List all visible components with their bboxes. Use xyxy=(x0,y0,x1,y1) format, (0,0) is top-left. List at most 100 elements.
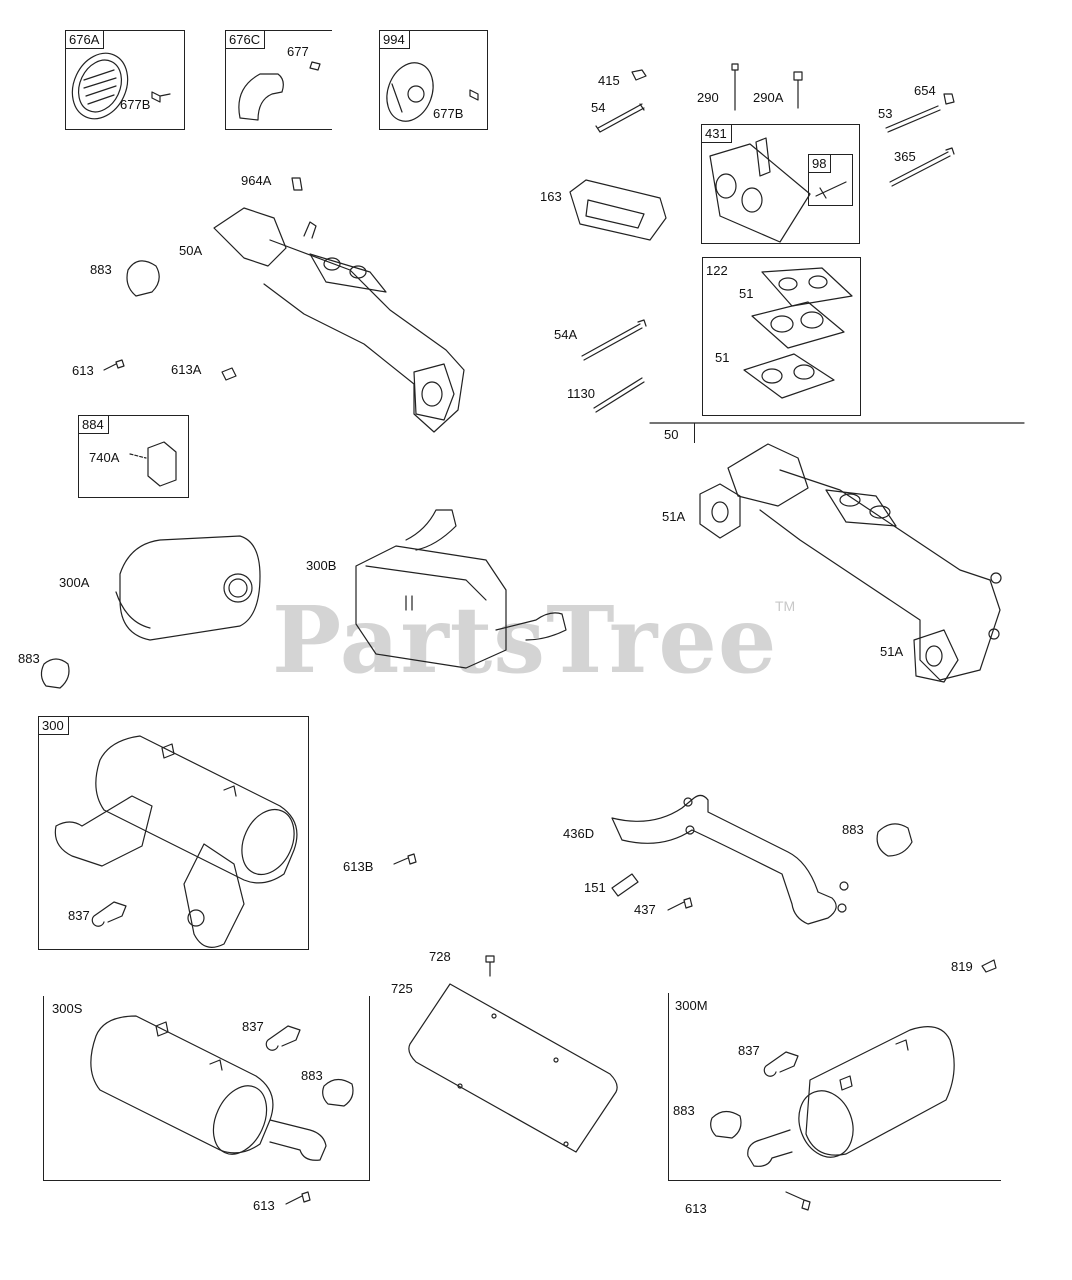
part-613-bolt-c xyxy=(785,1191,811,1211)
part-label-1130[interactable]: 1130 xyxy=(567,386,595,401)
part-label-613B[interactable]: 613B xyxy=(343,859,374,874)
part-883-clamp-a xyxy=(126,260,160,297)
callout-tag-98[interactable]: 98 xyxy=(809,155,832,173)
part-964A-cap xyxy=(291,177,303,191)
part-label-300A[interactable]: 300A xyxy=(59,575,90,590)
callout-box-431: 431 xyxy=(701,124,860,244)
callout-tag-676C[interactable]: 676C xyxy=(226,31,266,49)
part-label-300B[interactable]: 300B xyxy=(306,558,337,573)
part-label-151[interactable]: 151 xyxy=(584,880,606,895)
part-label-437[interactable]: 437 xyxy=(634,902,656,917)
callout-box-994: 994 xyxy=(379,30,488,130)
part-label-53[interactable]: 53 xyxy=(878,106,893,121)
part-label-54[interactable]: 54 xyxy=(591,100,606,115)
part-label-51A[interactable]: 51A xyxy=(662,509,686,524)
callout-box-300S: 300S xyxy=(43,996,370,1181)
trademark-mark: TM xyxy=(775,598,796,614)
part-label-677B[interactable]: 677B xyxy=(433,106,464,121)
part-label-415[interactable]: 415 xyxy=(598,73,620,88)
part-300B-muffler xyxy=(355,509,567,669)
callout-tag-884[interactable]: 884 xyxy=(79,416,109,434)
part-54A-stud xyxy=(581,319,647,361)
part-label-436D[interactable]: 436D xyxy=(563,826,595,841)
callout-box-300: 300 xyxy=(38,716,309,950)
part-label-290[interactable]: 290 xyxy=(697,90,719,105)
section-50-header: 50 xyxy=(650,423,695,443)
callout-box-98: 98 xyxy=(808,154,853,206)
part-163-gasket xyxy=(569,179,667,241)
part-label-51[interactable]: 51 xyxy=(715,350,730,365)
callout-tag-994[interactable]: 994 xyxy=(380,31,410,49)
part-290A-bolt xyxy=(793,71,803,109)
part-837-clip-c xyxy=(763,1051,799,1077)
part-label-613A[interactable]: 613A xyxy=(171,362,202,377)
part-819-bolt xyxy=(981,959,997,973)
part-676A-cover xyxy=(71,52,129,120)
callout-box-884: 884 xyxy=(78,415,189,498)
part-label-819[interactable]: 819 xyxy=(951,959,973,974)
part-365-stud xyxy=(889,147,955,187)
part-883-clamp-d xyxy=(322,1078,354,1107)
part-label-677[interactable]: 677 xyxy=(287,44,309,59)
part-label-163[interactable]: 163 xyxy=(540,189,562,204)
callout-tag-50[interactable]: 50 xyxy=(664,427,679,442)
part-label-365[interactable]: 365 xyxy=(894,149,916,164)
part-50A-manifold xyxy=(213,207,465,433)
part-883-clamp-e xyxy=(710,1110,742,1139)
part-676C-elbow xyxy=(238,73,284,121)
part-50-manifold xyxy=(699,443,1002,683)
part-label-837[interactable]: 837 xyxy=(738,1043,760,1058)
part-53-stud xyxy=(885,105,941,133)
part-label-677B[interactable]: 677B xyxy=(120,97,151,112)
part-883-clamp-c xyxy=(876,823,913,857)
callout-tag-300[interactable]: 300 xyxy=(39,717,69,735)
part-677B-screw-a xyxy=(151,91,171,103)
callout-tag-122[interactable]: 122 xyxy=(706,263,728,278)
part-label-883[interactable]: 883 xyxy=(18,651,40,666)
part-label-883[interactable]: 883 xyxy=(842,822,864,837)
part-label-883[interactable]: 883 xyxy=(90,262,112,277)
part-613-bolt-a xyxy=(103,359,125,371)
part-290-bolt xyxy=(731,63,739,111)
part-613B-bolt xyxy=(393,853,417,865)
part-label-290A[interactable]: 290A xyxy=(753,90,784,105)
part-994-guard xyxy=(386,62,434,122)
part-98-screws xyxy=(815,181,847,199)
callout-box-676C: 676C xyxy=(225,30,332,130)
part-436D-pipe xyxy=(611,794,849,925)
part-label-964A[interactable]: 964A xyxy=(241,173,272,188)
part-728-screw xyxy=(485,955,495,977)
callout-box-300M: 300M xyxy=(668,993,1001,1181)
part-label-725[interactable]: 725 xyxy=(391,981,413,996)
part-883-clamp-b xyxy=(40,658,70,689)
part-label-728[interactable]: 728 xyxy=(429,949,451,964)
part-label-883[interactable]: 883 xyxy=(301,1068,323,1083)
part-label-883[interactable]: 883 xyxy=(673,1103,695,1118)
part-label-50A[interactable]: 50A xyxy=(179,243,203,258)
part-label-51[interactable]: 51 xyxy=(739,286,754,301)
callout-tag-431[interactable]: 431 xyxy=(702,125,732,143)
part-label-54A[interactable]: 54A xyxy=(554,327,578,342)
callout-tag-300S[interactable]: 300S xyxy=(52,1001,83,1016)
part-300-muffler xyxy=(54,735,298,948)
callout-box-122: 122 xyxy=(702,257,861,416)
part-1130-stud xyxy=(593,377,645,413)
part-151-tube xyxy=(611,873,639,897)
part-label-613[interactable]: 613 xyxy=(685,1201,707,1216)
part-431-spacer xyxy=(709,137,811,243)
part-label-654[interactable]: 654 xyxy=(914,83,936,98)
part-label-837[interactable]: 837 xyxy=(242,1019,264,1034)
part-300M-muffler xyxy=(747,1026,955,1167)
part-654-nut xyxy=(943,93,955,105)
part-label-51A[interactable]: 51A xyxy=(880,644,904,659)
callout-tag-676A[interactable]: 676A xyxy=(66,31,105,49)
part-54-stud xyxy=(595,103,645,133)
callout-tag-300M[interactable]: 300M xyxy=(675,998,708,1013)
part-label-613[interactable]: 613 xyxy=(253,1198,275,1213)
part-label-740A[interactable]: 740A xyxy=(89,450,120,465)
part-725-heat-shield xyxy=(408,983,618,1153)
part-label-613[interactable]: 613 xyxy=(72,363,94,378)
part-884-bracket xyxy=(147,441,177,487)
part-label-837[interactable]: 837 xyxy=(68,908,90,923)
